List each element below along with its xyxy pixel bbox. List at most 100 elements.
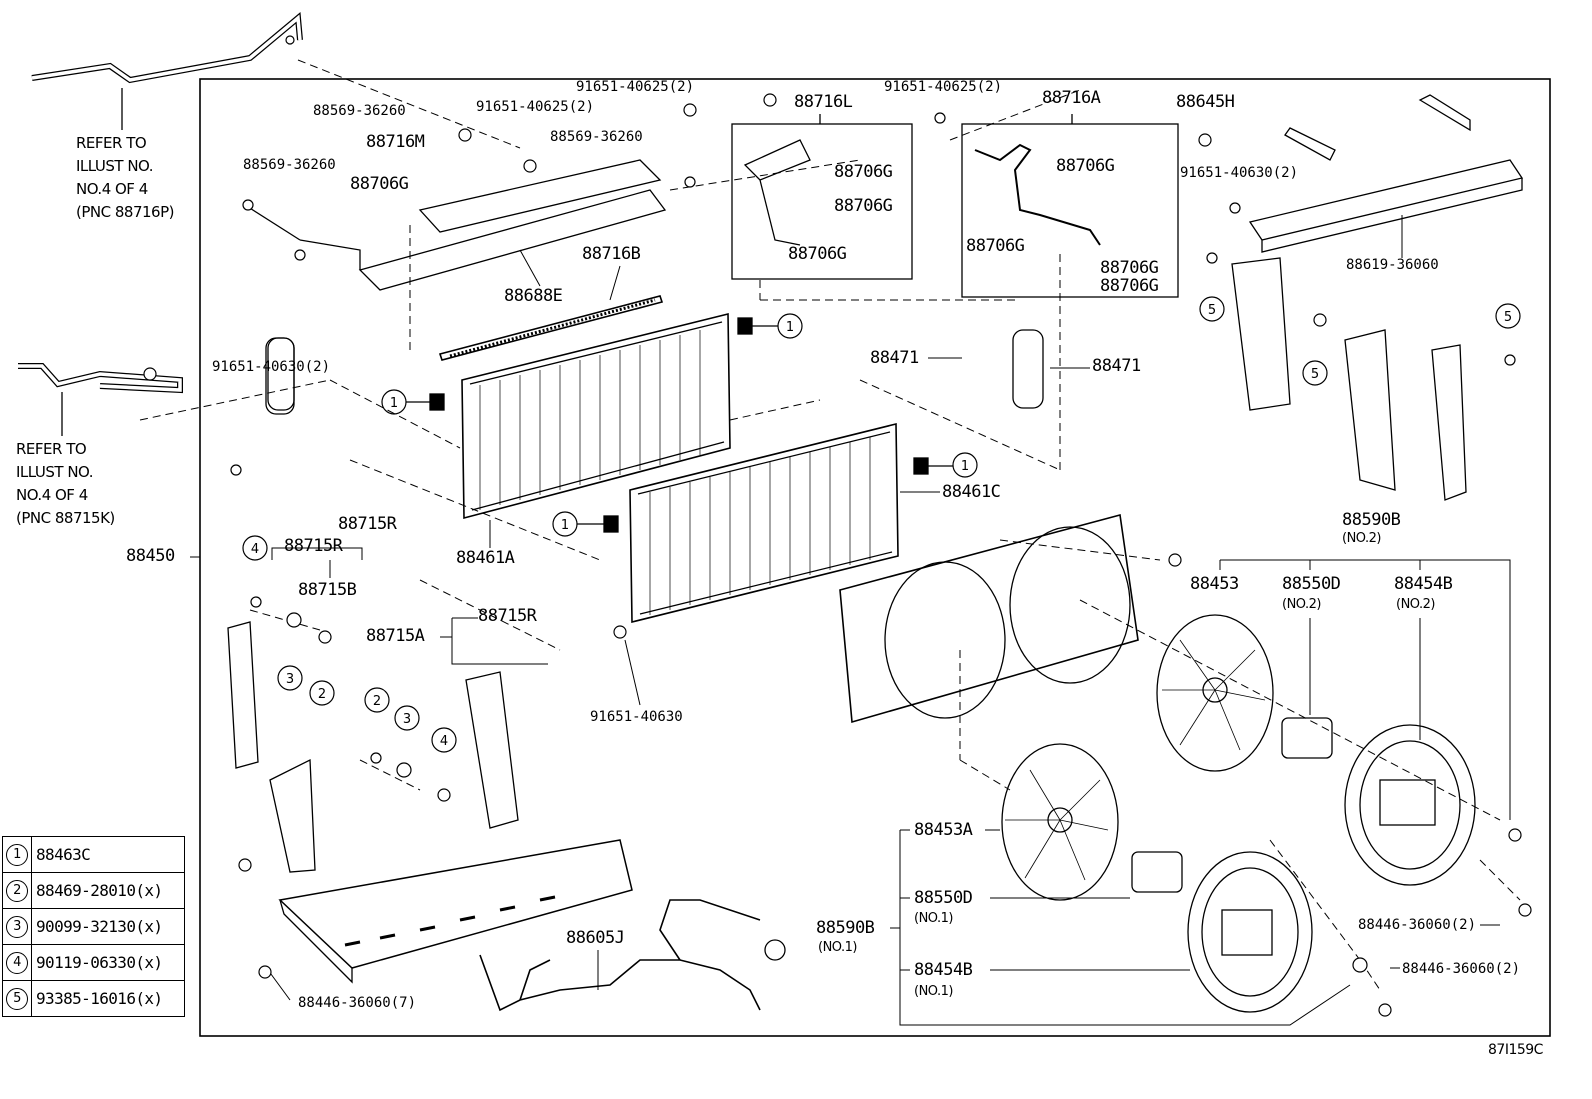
part-label: 88645H	[1176, 92, 1235, 112]
callout-3-b	[394, 705, 420, 731]
part-label: 91651-40625(2)	[576, 79, 695, 95]
legend-number: 1	[6, 844, 28, 866]
callout-text: 5	[1208, 303, 1216, 318]
callout-text: 1	[561, 518, 569, 533]
part-label: 88471	[870, 348, 919, 368]
under-cover	[278, 839, 633, 984]
refer-note-top: REFER TO ILLUST NO. NO.4 OF 4 (PNC 88716…	[76, 134, 174, 221]
part-label: (NO.2)	[1396, 597, 1435, 612]
harness-88605J	[479, 899, 761, 1012]
box-88716A	[961, 123, 1179, 298]
part-label: 88446-36060(2)	[1402, 961, 1521, 977]
part-label: 88454B	[1394, 574, 1453, 594]
legend-row: 1 88463C	[2, 836, 185, 873]
motor-88454B-no2	[1344, 724, 1476, 886]
assembly-frame	[199, 78, 1551, 1037]
legend-row: 5 93385-16016(x)	[2, 980, 185, 1017]
callout-5-a	[1199, 296, 1225, 322]
condenser-88461A	[461, 312, 731, 520]
part-label: 88550D	[1282, 574, 1341, 594]
part-label: 91651-40630(2)	[1180, 165, 1299, 181]
part-label: 88454B	[914, 960, 973, 980]
legend-row: 4 90119-06330(x)	[2, 944, 185, 981]
part-label: 88706G	[788, 244, 847, 264]
legend-part: 88469-28010(x)	[31, 872, 185, 909]
callout-4-b	[431, 727, 457, 753]
part-label: 88590B	[1342, 510, 1401, 530]
part-label: 88715R	[284, 536, 343, 556]
part-label: 88453A	[914, 820, 973, 840]
legend-part: 90099-32130(x)	[31, 908, 185, 945]
bracket-lower	[269, 758, 316, 873]
part-label: (NO.2)	[1282, 597, 1321, 612]
part-label: 88706G	[350, 174, 409, 194]
part-label: 91651-40630(2)	[212, 359, 331, 375]
strut-88716B	[438, 295, 664, 361]
part-label: 88461C	[942, 482, 1001, 502]
cover-88619	[1248, 94, 1524, 253]
panel-right-2	[1344, 329, 1396, 491]
legend-part: 93385-16016(x)	[31, 980, 185, 1017]
part-label: 91651-40630	[590, 709, 683, 725]
part-label: (NO.2)	[1342, 531, 1381, 546]
part-label: 88706G	[1100, 276, 1159, 296]
legend-number: 5	[6, 988, 28, 1010]
callout-text: 2	[373, 694, 381, 709]
callout-text: 1	[961, 459, 969, 474]
part-label: 88706G	[834, 196, 893, 216]
part-label: 91651-40625(2)	[476, 99, 595, 115]
receiver-88471-b	[1012, 329, 1044, 409]
callout-2-b	[364, 687, 390, 713]
callout-5-c	[1495, 303, 1521, 329]
part-label: 88569-36260	[313, 103, 406, 119]
fan-88453A	[1001, 743, 1119, 901]
panel-left-2	[465, 671, 519, 829]
callout-text: 1	[786, 320, 794, 335]
legend-row: 2 88469-28010(x)	[2, 872, 185, 909]
callout-text: 5	[1311, 367, 1319, 382]
bracket-88688E	[244, 159, 667, 291]
panel-left-1	[227, 621, 259, 769]
part-label: (NO.1)	[818, 940, 857, 955]
part-label: 88716M	[366, 132, 425, 152]
legend-number: 2	[6, 880, 28, 902]
part-label: 88715B	[298, 580, 357, 600]
callout-text: 4	[440, 734, 448, 749]
part-label: (NO.1)	[914, 911, 953, 926]
part-label: 88453	[1190, 574, 1239, 594]
callout-2-a	[309, 680, 335, 706]
callout-text: 1	[390, 396, 398, 411]
legend-row: 3 90099-32130(x)	[2, 908, 185, 945]
part-label: 88605J	[566, 928, 625, 948]
part-label: 88716B	[582, 244, 641, 264]
callout-text: 5	[1504, 310, 1512, 325]
motor-88454B-no1	[1187, 851, 1313, 1013]
part-label: 88550D	[914, 888, 973, 908]
callout-text: 3	[403, 712, 411, 727]
part-label: 88446-36060(7)	[298, 995, 417, 1011]
legend-number: 3	[6, 916, 28, 938]
part-label: 88715R	[338, 514, 397, 534]
legend-number: 4	[6, 952, 28, 974]
part-label: 88590B	[816, 918, 875, 938]
callout-4-a	[242, 535, 268, 561]
part-label: 91651-40625(2)	[884, 79, 1003, 95]
legend-table: 1 88463C 2 88469-28010(x) 3 90099-32130(…	[2, 836, 185, 1017]
legend-part: 88463C	[31, 836, 185, 873]
part-label: 88450	[126, 546, 175, 566]
refer-note-mid: REFER TO ILLUST NO. NO.4 OF 4 (PNC 88715…	[16, 440, 115, 527]
part-label: 88715A	[366, 626, 425, 646]
box-88716L	[731, 123, 913, 280]
part-label: 88619-36060	[1346, 257, 1439, 273]
callout-3-a	[277, 665, 303, 691]
fan-88453	[1156, 614, 1274, 772]
legend-part: 90119-06330(x)	[31, 944, 185, 981]
part-label: 88706G	[1056, 156, 1115, 176]
resistor-88550D	[1131, 717, 1333, 893]
callout-1-c	[952, 452, 978, 478]
part-label: 88569-36260	[243, 157, 336, 173]
diagram-code: 87I159C	[1488, 1042, 1543, 1058]
part-label: 88716L	[794, 92, 853, 112]
panel-right-3	[1431, 344, 1467, 501]
